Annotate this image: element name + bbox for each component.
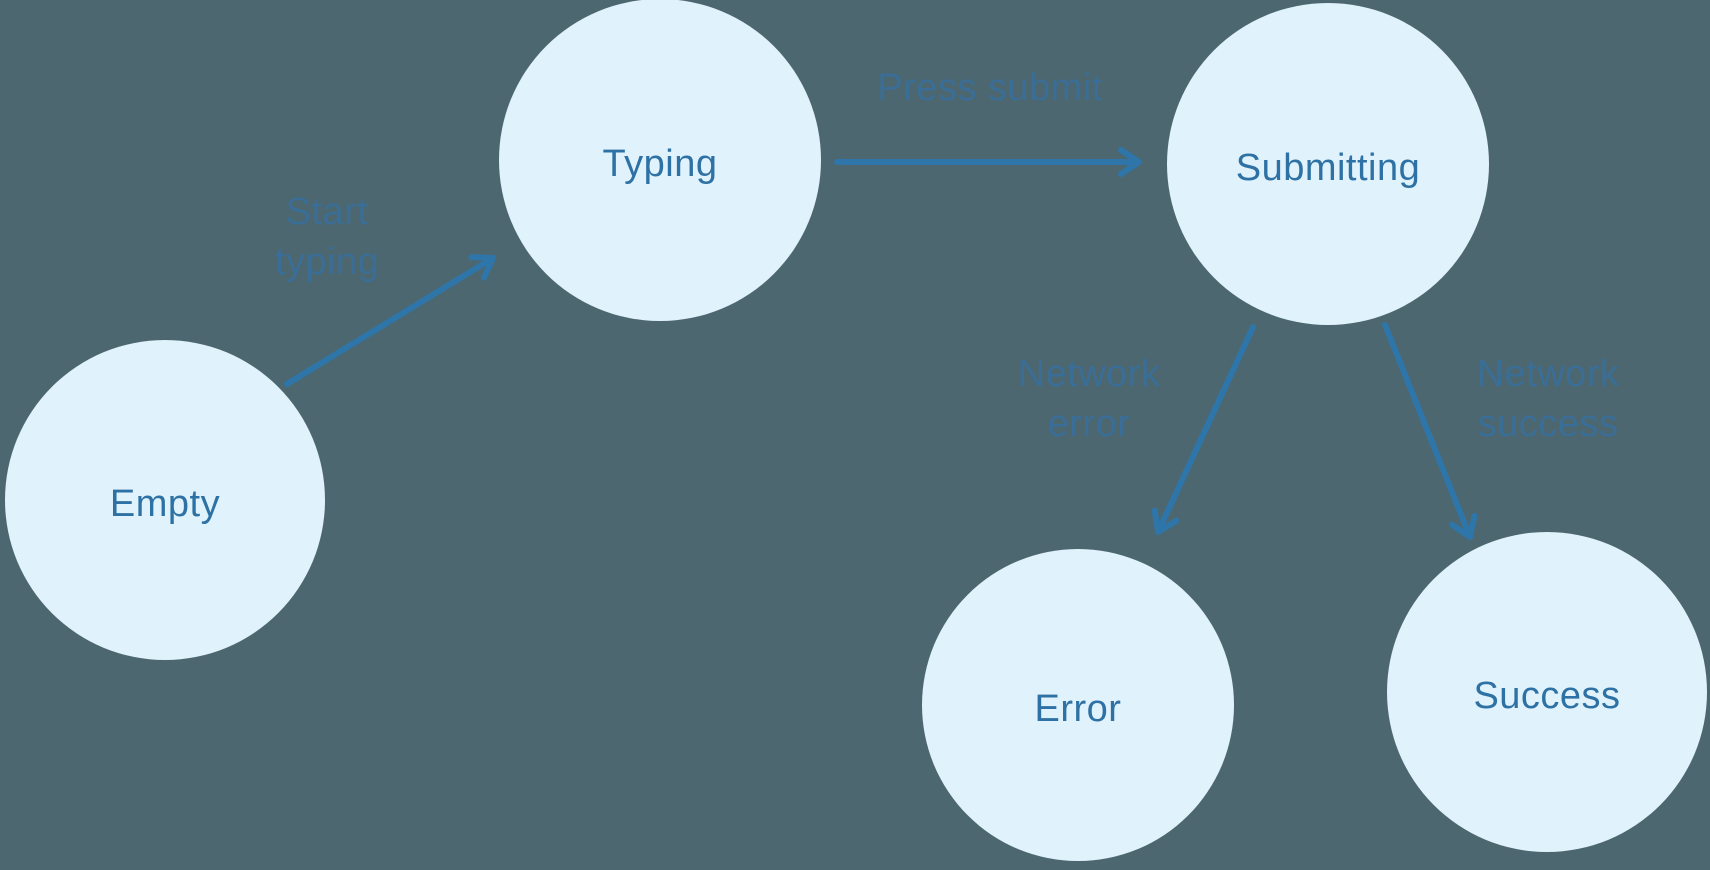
- state-label-empty: Empty: [109, 482, 221, 525]
- state-label-error: Error: [1034, 687, 1122, 730]
- transition-label-network-error[interactable]: Network error: [1017, 352, 1161, 445]
- state-label-submitting: Submitting: [1235, 146, 1421, 189]
- state-label-typing: Typing: [602, 142, 718, 185]
- transition-arrow-empty-typing[interactable]: [284, 254, 496, 387]
- transition-label-network-success[interactable]: Network success: [1476, 352, 1620, 445]
- state-node-empty[interactable]: Empty: [5, 340, 325, 660]
- state-node-submitting[interactable]: Submitting: [1167, 3, 1489, 325]
- state-node-error[interactable]: Error: [922, 549, 1234, 861]
- state-node-success[interactable]: Success: [1387, 532, 1707, 852]
- transition-arrow-submitting-error[interactable]: [1151, 324, 1256, 535]
- transition-arrow-submitting-success[interactable]: [1382, 322, 1478, 540]
- transition-label-press-submit[interactable]: Press submit: [877, 66, 1103, 109]
- state-node-typing[interactable]: Typing: [499, 0, 821, 321]
- state-label-success: Success: [1473, 674, 1621, 717]
- transition-label-start-typing[interactable]: Start typing: [274, 190, 380, 283]
